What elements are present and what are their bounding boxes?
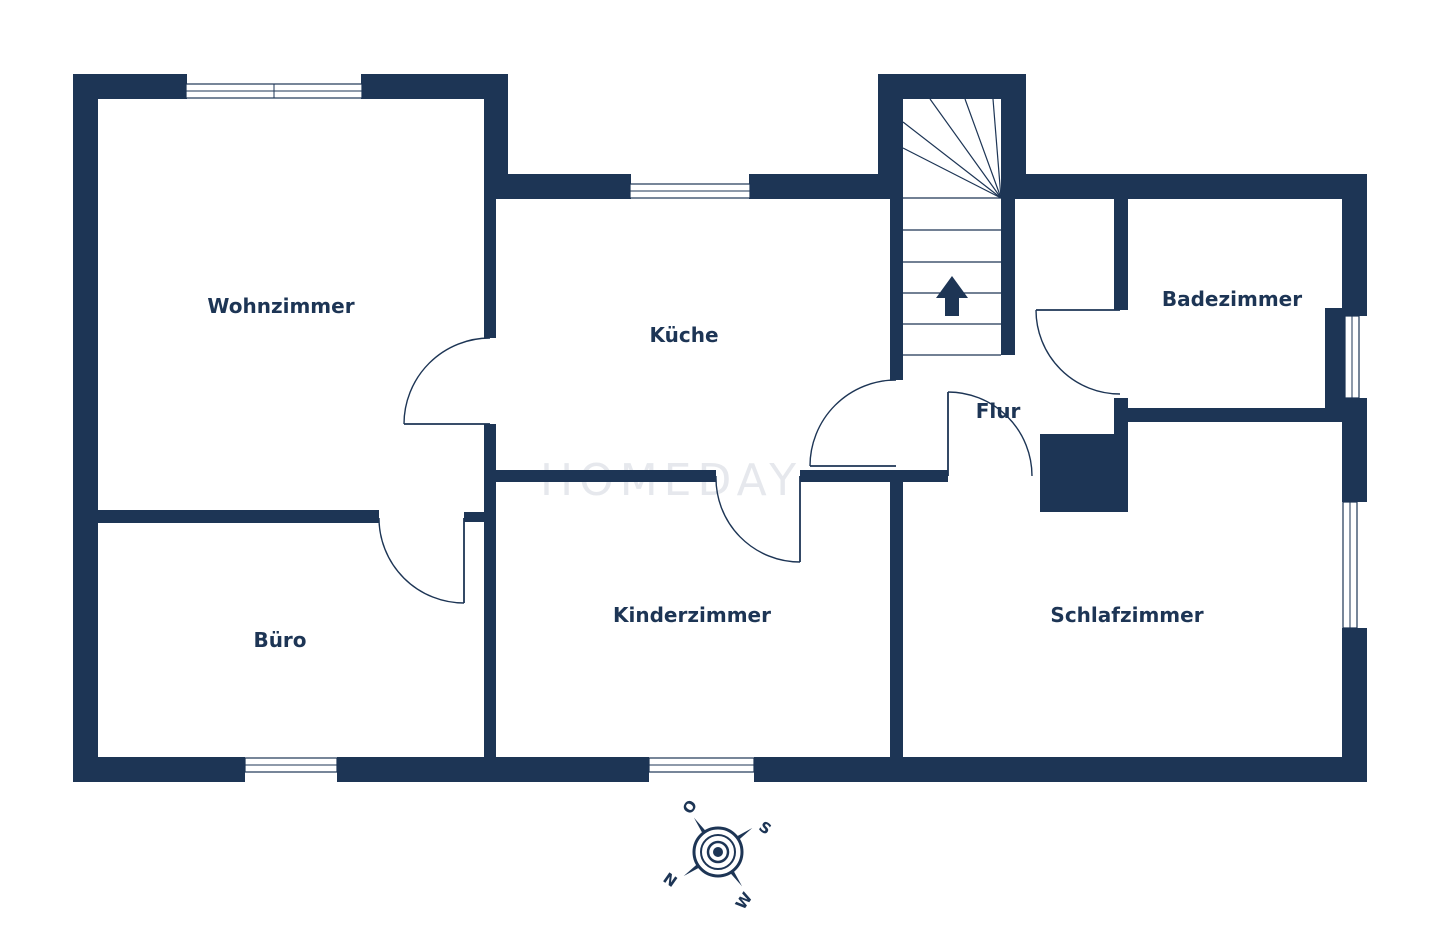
interior-walls bbox=[98, 174, 1367, 770]
room-label-badezimmer: Badezimmer bbox=[1162, 287, 1302, 311]
room-label-kueche: Küche bbox=[649, 323, 718, 347]
window-buero bbox=[244, 757, 338, 773]
room-label-flur: Flur bbox=[976, 399, 1021, 423]
room-labels: Wohnzimmer Küche Badezimmer Flur Büro Ki… bbox=[207, 287, 1302, 652]
door-badezimmer bbox=[1035, 309, 1121, 395]
staircase bbox=[902, 98, 1002, 356]
compass-letter-south: S bbox=[755, 818, 774, 839]
door-wohnzimmer-kueche bbox=[403, 337, 491, 425]
windows bbox=[185, 83, 1360, 773]
compass-rose-icon bbox=[683, 817, 753, 887]
door-kueche-flur bbox=[809, 379, 897, 467]
door-kinderzimmer bbox=[715, 475, 801, 563]
room-label-wohnzimmer: Wohnzimmer bbox=[207, 294, 354, 318]
room-label-schlafzimmer: Schlafzimmer bbox=[1050, 603, 1203, 627]
compass-letter-west: W bbox=[732, 889, 756, 913]
arrow-up-icon bbox=[936, 276, 968, 316]
door-flur bbox=[947, 391, 1033, 477]
room-label-kinderzimmer: Kinderzimmer bbox=[613, 603, 771, 627]
doors bbox=[378, 309, 1121, 604]
compass-letter-east: O bbox=[679, 797, 701, 818]
window-badezimmer bbox=[1344, 315, 1360, 399]
window-wohnzimmer bbox=[185, 83, 363, 99]
compass-letter-north: N bbox=[660, 869, 681, 891]
window-schlafzimmer bbox=[1342, 501, 1358, 629]
window-kueche bbox=[629, 183, 751, 199]
window-kinderzimmer bbox=[648, 757, 755, 773]
door-buero bbox=[378, 517, 465, 604]
exterior-walls bbox=[73, 74, 1367, 782]
room-label-buero: Büro bbox=[253, 628, 306, 652]
